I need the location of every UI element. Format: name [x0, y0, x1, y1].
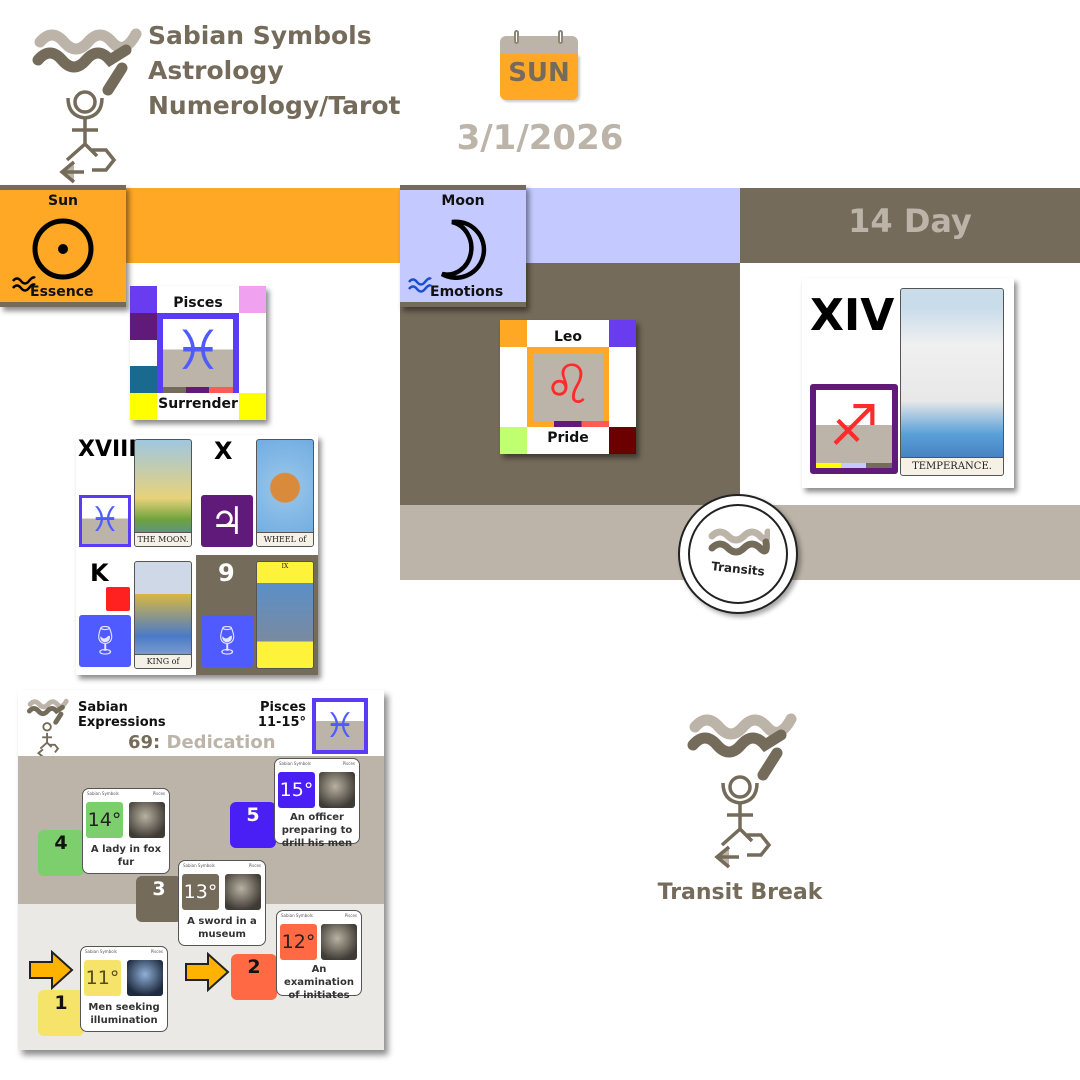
- transit-break-logo: [685, 705, 800, 870]
- arrow-right-icon: [29, 950, 74, 990]
- transit-break-label: Transit Break: [657, 880, 823, 905]
- transits-badge[interactable]: Transits: [678, 494, 798, 614]
- aquarius-mini-icon: [12, 276, 36, 292]
- symbol-photo: [321, 924, 357, 960]
- sun-sign-keyword: Surrender: [158, 396, 238, 412]
- tarot-pisces-tile: ♓: [79, 495, 131, 547]
- sun-sign-tile[interactable]: ♓ Pisces Surrender: [130, 286, 266, 420]
- step-tile-4: 4: [38, 830, 84, 876]
- tarot-numeral-king: K: [90, 559, 109, 587]
- sabian-pisces-tile: ♓: [312, 698, 368, 754]
- pisces-glyph-icon: ♓: [324, 706, 356, 746]
- moon-sign-tile[interactable]: ♌ Leo Pride: [500, 320, 636, 454]
- tarot-numeral-nine: 9: [218, 559, 235, 587]
- moon-glyph-icon: [440, 219, 487, 280]
- date-label: 3/1/2026: [456, 118, 624, 158]
- tarot-card-wheel-of-fortune[interactable]: WHEEL of FORTUNE: [256, 439, 314, 547]
- sabian-title: Sabian Expressions: [78, 700, 166, 730]
- sabian-logo-icon: [26, 698, 69, 758]
- tarot-card-the-moon[interactable]: THE MOON.: [134, 439, 192, 547]
- brand-line-2: Astrology: [148, 56, 284, 85]
- sun-tarot-grid: XVIII ♓ THE MOON. X ♃ WHEEL of FORTUNE K…: [76, 435, 318, 675]
- calendar-day-label: SUN: [508, 58, 570, 88]
- brand-title: Sabian Symbols Astrology Numerology/Taro…: [148, 18, 400, 123]
- tarot-numeral-wheel: X: [214, 437, 233, 465]
- aquarius-mini-icon: [408, 277, 432, 293]
- cups-tile: 🍷︎: [79, 615, 131, 667]
- jupiter-tile: ♃: [201, 495, 253, 547]
- sun-glyph-icon: [32, 218, 94, 280]
- step-tile-3: 3: [136, 876, 182, 922]
- sun-subtitle: Essence: [30, 284, 94, 300]
- sabian-sign-range: Pisces 11-15°: [257, 700, 306, 730]
- symbol-photo: [225, 874, 261, 910]
- fire-element-tile: [106, 587, 130, 611]
- sabian-panel: Sabian Expressions Pisces 11-15° ♓ 69: D…: [18, 690, 384, 1050]
- sagittarius-glyph-icon: ♐: [828, 394, 880, 459]
- pisces-glyph-icon: ♓: [89, 500, 121, 540]
- aquarius-icon: [708, 528, 770, 556]
- cups-tile: 🍷︎: [201, 615, 253, 667]
- day-label: 14 Day: [848, 202, 972, 240]
- day-tarot-panel: XIV ♐ TEMPERANCE.: [802, 278, 1014, 488]
- moon-subtitle: Emotions: [430, 284, 504, 300]
- cup-icon: 🍷︎: [87, 624, 123, 657]
- moon-sign-name: Leo: [553, 329, 583, 345]
- tarot-numeral-moon: XVIII: [78, 437, 137, 462]
- sabian-number: 69:: [128, 732, 161, 753]
- cup-icon: 🍷︎: [209, 624, 245, 657]
- sun-title: Sun: [47, 193, 79, 209]
- tarot-card-temperance[interactable]: TEMPERANCE.: [900, 288, 1004, 476]
- jupiter-glyph-icon: ♃: [209, 499, 245, 543]
- brand-line-3: Numerology/Tarot: [148, 91, 401, 120]
- moon-planet-card[interactable]: Moon Emotions: [400, 185, 526, 307]
- calendar-icon: SUN: [500, 30, 578, 100]
- pisces-glyph-icon: ♓: [173, 319, 223, 382]
- sun-planet-card[interactable]: Sun Essence: [0, 185, 126, 307]
- day-band: 14 Day: [740, 188, 1080, 263]
- symbol-photo: [127, 960, 163, 996]
- day-numeral: XIV: [810, 290, 895, 341]
- leo-glyph-icon: ♌: [543, 353, 593, 416]
- symbol-photo: [129, 802, 165, 838]
- brand-line-1: Sabian Symbols: [148, 21, 372, 50]
- sabian-theme-name: Dedication: [166, 732, 276, 753]
- sabian-theme: 69: Dedication: [128, 732, 276, 753]
- tarot-card-nine-of-cups[interactable]: IX: [256, 561, 314, 669]
- moon-sign-keyword: Pride: [547, 430, 589, 446]
- brand-logo: [30, 20, 145, 185]
- sun-sign-name: Pisces: [173, 295, 223, 311]
- step-tile-5: 5: [230, 802, 276, 848]
- symbol-photo: [319, 772, 355, 808]
- step-tile-2: 2: [231, 954, 277, 1000]
- arrow-right-icon: [185, 952, 230, 992]
- step-tile-1: 1: [38, 990, 84, 1036]
- tarot-card-king-of-cups[interactable]: KING of CUPS.: [134, 561, 192, 669]
- moon-title: Moon: [441, 193, 485, 209]
- sagittarius-tile: ♐: [810, 384, 898, 474]
